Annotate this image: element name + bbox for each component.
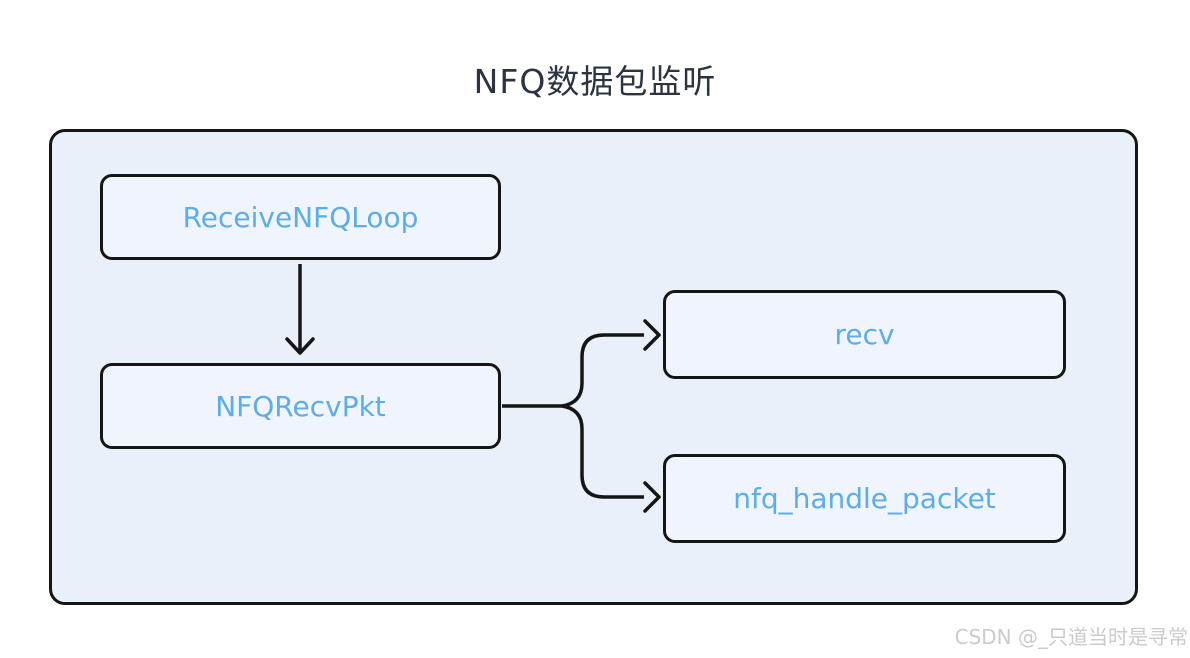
node-receive-nfq-loop: ReceiveNFQLoop <box>100 174 501 260</box>
node-label-nfq-handle-packet: nfq_handle_packet <box>733 482 996 515</box>
node-label-recv: recv <box>834 318 895 351</box>
node-label-nfq-recv-pkt: NFQRecvPkt <box>215 389 386 423</box>
diagram-title: NFQ数据包监听 <box>473 62 717 101</box>
node-nfq-handle-packet: nfq_handle_packet <box>663 454 1066 543</box>
watermark: CSDN @_只道当时是寻常 <box>954 625 1188 649</box>
node-label-receive-nfq-loop: ReceiveNFQLoop <box>182 200 419 234</box>
node-recv: recv <box>663 290 1066 379</box>
flow-container: ReceiveNFQLoop NFQRecvPkt recv nfq_handl… <box>49 129 1138 605</box>
node-nfq-recv-pkt: NFQRecvPkt <box>100 363 501 449</box>
